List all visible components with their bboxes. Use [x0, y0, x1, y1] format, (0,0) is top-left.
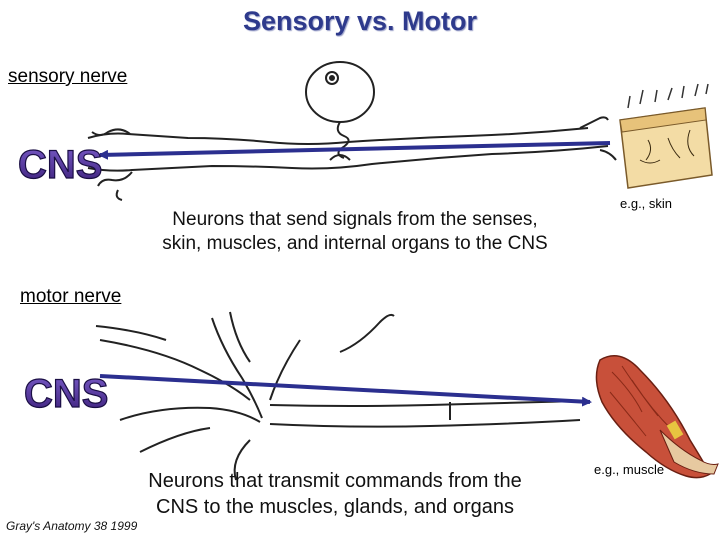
motor-neuron-illustration [95, 311, 581, 481]
sensory-description: Neurons that send signals from the sense… [90, 208, 620, 256]
page-title: Sensory vs. Motor [242, 6, 478, 36]
motor-example-label: e.g., muscle [594, 462, 665, 477]
motor-cns-label: CNS [24, 372, 108, 416]
sensory-neuron-illustration [87, 61, 617, 201]
sensory-description-line-1: Neurons that send signals from the sense… [172, 209, 538, 230]
motor-description-line-2: CNS to the muscles, glands, and organs [156, 496, 514, 518]
sensory-example-label: e.g., skin [620, 196, 672, 211]
sensory-signal-arrow [98, 141, 611, 160]
motor-signal-arrow [99, 374, 592, 407]
sensory-cns-label: CNS [18, 143, 102, 187]
sensory-description-line-2: skin, muscles, and internal organs to th… [162, 233, 548, 254]
motor-description-line-1: Neurons that transmit commands from the [148, 470, 522, 492]
motor-description: Neurons that transmit commands from the … [85, 468, 585, 520]
motor-nerve-heading: motor nerve [20, 286, 122, 307]
muscle-illustration [595, 355, 719, 479]
sensory-nerve-heading: sensory nerve [8, 66, 128, 87]
citation: Gray's Anatomy 38 1999 [6, 519, 138, 533]
skin-illustration [619, 83, 713, 189]
